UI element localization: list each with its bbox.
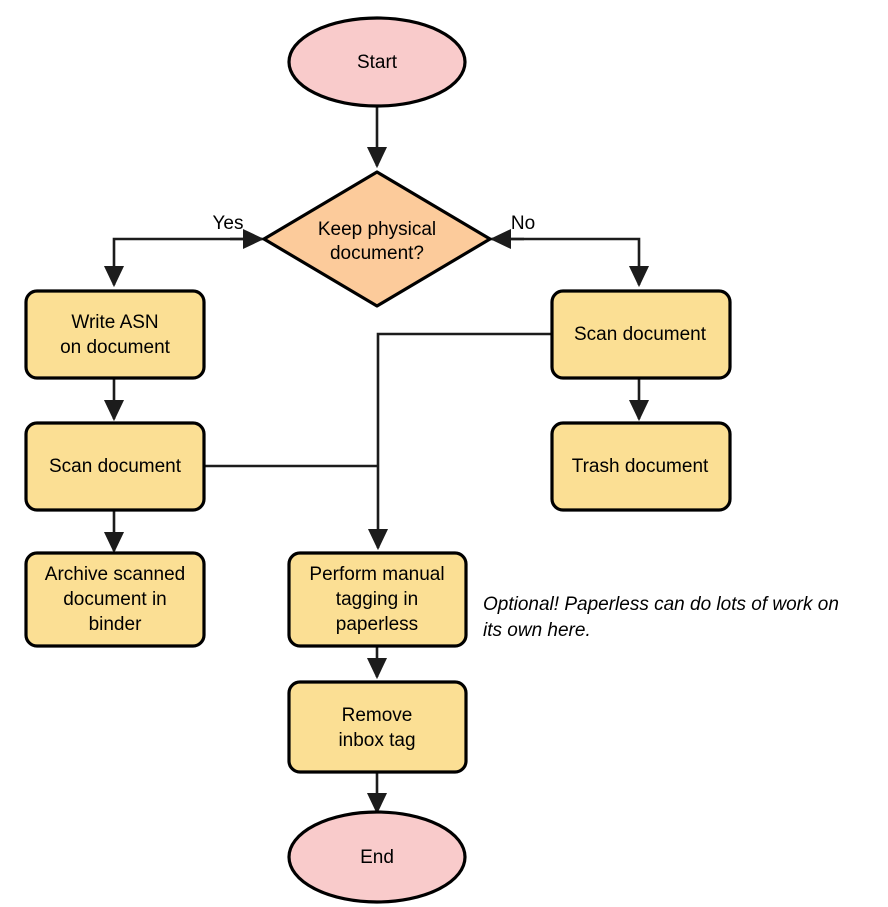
tagging-box[interactable] [287,551,468,648]
tagging-label-line3: paperless [336,614,418,635]
decision-label-line2: document? [330,243,424,264]
node-tagging[interactable]: Perform manual tagging in paperless [287,551,468,648]
node-end[interactable]: End [287,810,467,904]
node-scan-right[interactable]: Scan document [550,289,732,380]
end-ellipse[interactable] [287,810,467,904]
node-start[interactable]: Start [287,16,467,108]
optional-note-line2: its own here. [483,620,591,641]
archive-label-line2: document in [63,589,167,610]
archive-label-line3: binder [89,614,142,635]
node-decision[interactable]: Keep physical document? [262,170,492,308]
edge-decision-to-write-asn [103,237,264,288]
start-label: Start [357,52,398,73]
decision-diamond[interactable] [262,170,492,308]
optional-note: Optional! Paperless can do lots of work … [483,594,839,641]
trash-label: Trash document [572,456,709,477]
write-asn-label-line1: Write ASN [71,312,158,333]
node-scan-left[interactable]: Scan document [24,421,206,512]
remove-inbox-label-line2: inbox tag [338,730,415,751]
scan-right-label: Scan document [574,324,707,345]
write-asn-box[interactable] [24,289,206,380]
scan-left-box[interactable] [24,421,206,512]
scan-left-label: Scan document [49,456,182,477]
tagging-label-line1: Perform manual [309,564,444,585]
node-archive[interactable]: Archive scanned document in binder [24,551,206,648]
write-asn-label-line2: on document [60,337,171,358]
node-trash[interactable]: Trash document [550,421,732,512]
end-label: End [360,847,394,868]
edge-scan-right-to-tagging [367,332,552,551]
optional-note-line1: Optional! Paperless can do lots of work … [483,594,839,615]
scan-right-box[interactable] [550,289,732,380]
tagging-label-line2: tagging in [336,589,418,610]
start-ellipse[interactable] [287,16,467,108]
node-write-asn[interactable]: Write ASN on document [24,289,206,380]
trash-box[interactable] [550,421,732,512]
archive-box[interactable] [24,551,206,648]
edge-decision-to-scan-right [490,237,650,288]
archive-label-line1: Archive scanned [45,564,185,585]
node-remove-inbox[interactable]: Remove inbox tag [287,680,468,774]
connectors [103,105,650,815]
edge-label-no: No [511,213,535,234]
edge-label-yes: Yes [213,213,244,234]
remove-inbox-label-line1: Remove [342,705,413,726]
remove-inbox-box[interactable] [287,680,468,774]
decision-label-line1: Keep physical [318,219,436,240]
